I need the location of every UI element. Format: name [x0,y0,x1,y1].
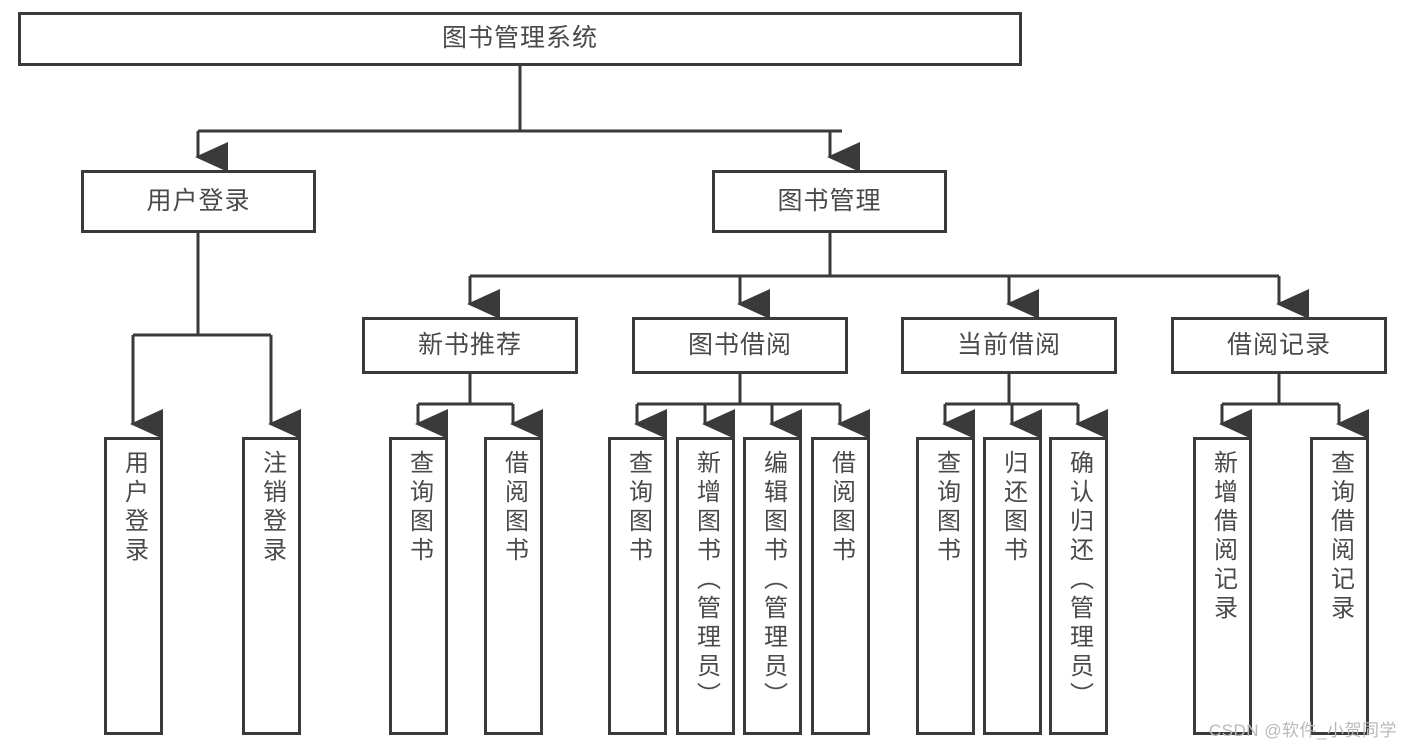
node-label: 归还图书 [999,450,1027,566]
node-label: 新增借阅记录 [1209,450,1237,624]
node-leaf-edit-book-admin[interactable]: 编辑图书（管理员） [743,437,802,735]
node-root-book-management-system[interactable]: 图书管理系统 [18,12,1022,66]
node-label: 确认归还（管理员） [1065,450,1093,711]
node-label: 编辑图书（管理员） [759,450,787,711]
node-leaf-query-book-recommend[interactable]: 查询图书 [389,437,448,735]
node-leaf-add-book-admin[interactable]: 新增图书（管理员） [676,437,735,735]
node-label: 借阅记录 [1226,330,1331,359]
node-book-management[interactable]: 图书管理 [712,170,947,233]
node-book-borrow[interactable]: 图书借阅 [632,317,848,374]
node-current-borrow[interactable]: 当前借阅 [901,317,1117,374]
node-leaf-add-borrow-record[interactable]: 新增借阅记录 [1193,437,1252,735]
node-label: 用户登录 [120,450,148,566]
node-label: 用户登录 [146,186,251,215]
node-label: 查询借阅记录 [1326,450,1354,624]
node-leaf-return-book[interactable]: 归还图书 [983,437,1042,735]
node-label: 图书借阅 [687,330,792,359]
node-label: 借阅图书 [827,450,855,566]
node-label: 图书管理 [777,186,882,215]
node-leaf-query-book-borrow[interactable]: 查询图书 [608,437,667,735]
node-leaf-user-login[interactable]: 用户登录 [104,437,163,735]
csdn-watermark: CSDN @软件_小贺同学 [1208,721,1397,740]
node-user-login[interactable]: 用户登录 [81,170,316,233]
node-leaf-confirm-return-admin[interactable]: 确认归还（管理员） [1049,437,1108,735]
node-label: 查询图书 [405,450,433,566]
node-borrow-record[interactable]: 借阅记录 [1171,317,1387,374]
node-leaf-borrow-book-recommend[interactable]: 借阅图书 [484,437,543,735]
node-label: 注销登录 [258,450,286,566]
node-label: 查询图书 [624,450,652,566]
node-label: 借阅图书 [500,450,528,566]
node-label: 新书推荐 [417,330,522,359]
node-label: 当前借阅 [956,330,1061,359]
node-leaf-borrow-book[interactable]: 借阅图书 [811,437,870,735]
node-leaf-query-book-current[interactable]: 查询图书 [916,437,975,735]
node-new-book-recommend[interactable]: 新书推荐 [362,317,578,374]
node-label: 图书管理系统 [441,24,598,53]
node-label: 查询图书 [932,450,960,566]
node-label: 新增图书（管理员） [692,450,720,711]
node-leaf-logout[interactable]: 注销登录 [242,437,301,735]
node-leaf-query-borrow-record[interactable]: 查询借阅记录 [1310,437,1369,735]
